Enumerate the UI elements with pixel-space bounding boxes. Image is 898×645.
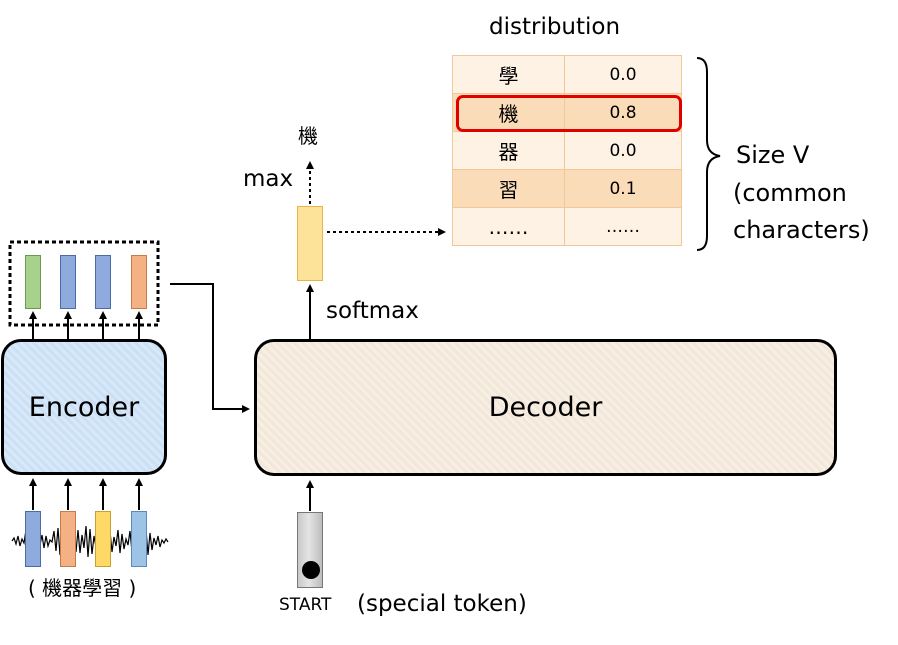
encoder-output-vector-2 (60, 255, 76, 309)
special-token-label: (special token) (357, 591, 527, 617)
encoder-output-frame (8, 240, 160, 327)
start-token-dot (302, 561, 320, 579)
max-label: max (243, 166, 294, 192)
table-row: …… …… (452, 207, 682, 246)
distribution-prob: 0.8 (564, 93, 682, 132)
softmax-label: softmax (326, 298, 419, 324)
distribution-prob: 0.1 (564, 169, 682, 208)
distribution-table: 學 0.0 機 0.8 器 0.0 習 0.1 …… …… (452, 55, 682, 246)
encoder-output-vector-1 (25, 255, 41, 309)
decoder-label: Decoder (488, 392, 603, 423)
table-row: 器 0.0 (452, 131, 682, 170)
encoder-output-vector-3 (95, 255, 111, 309)
size-brace (696, 57, 721, 251)
encoder-output-vector-4 (131, 255, 147, 309)
encoder-label: Encoder (28, 391, 140, 423)
input-vector-2 (60, 511, 76, 567)
max-output-char: 機 (298, 124, 318, 148)
encoder-block: Encoder (1, 339, 167, 475)
distribution-char: 機 (452, 93, 565, 132)
distribution-char: …… (452, 207, 565, 246)
softmax-output-vector (297, 206, 323, 281)
size-label-line-2: (common (733, 179, 847, 207)
table-row: 機 0.8 (452, 93, 682, 132)
size-label-line-1: Size V (736, 141, 810, 169)
max-row-highlight (456, 95, 682, 132)
distribution-prob: 0.0 (564, 131, 682, 170)
input-vector-3 (95, 511, 111, 567)
distribution-char: 學 (452, 55, 565, 94)
distribution-char: 習 (452, 169, 565, 208)
decoder-block: Decoder (254, 339, 837, 476)
encoder-to-decoder-arrow (170, 283, 250, 413)
start-token-vector (297, 512, 323, 588)
distribution-prob: 0.0 (564, 55, 682, 94)
start-label: START (279, 595, 332, 615)
distribution-prob: …… (564, 207, 682, 246)
table-row: 習 0.1 (452, 169, 682, 208)
input-caption: ( 機器學習 ) (28, 576, 137, 600)
distribution-char: 器 (452, 131, 565, 170)
distribution-title: distribution (489, 14, 621, 40)
table-row: 學 0.0 (452, 55, 682, 94)
size-label-line-3: characters) (733, 216, 870, 244)
input-vector-1 (25, 511, 41, 567)
input-vector-4 (131, 511, 147, 567)
